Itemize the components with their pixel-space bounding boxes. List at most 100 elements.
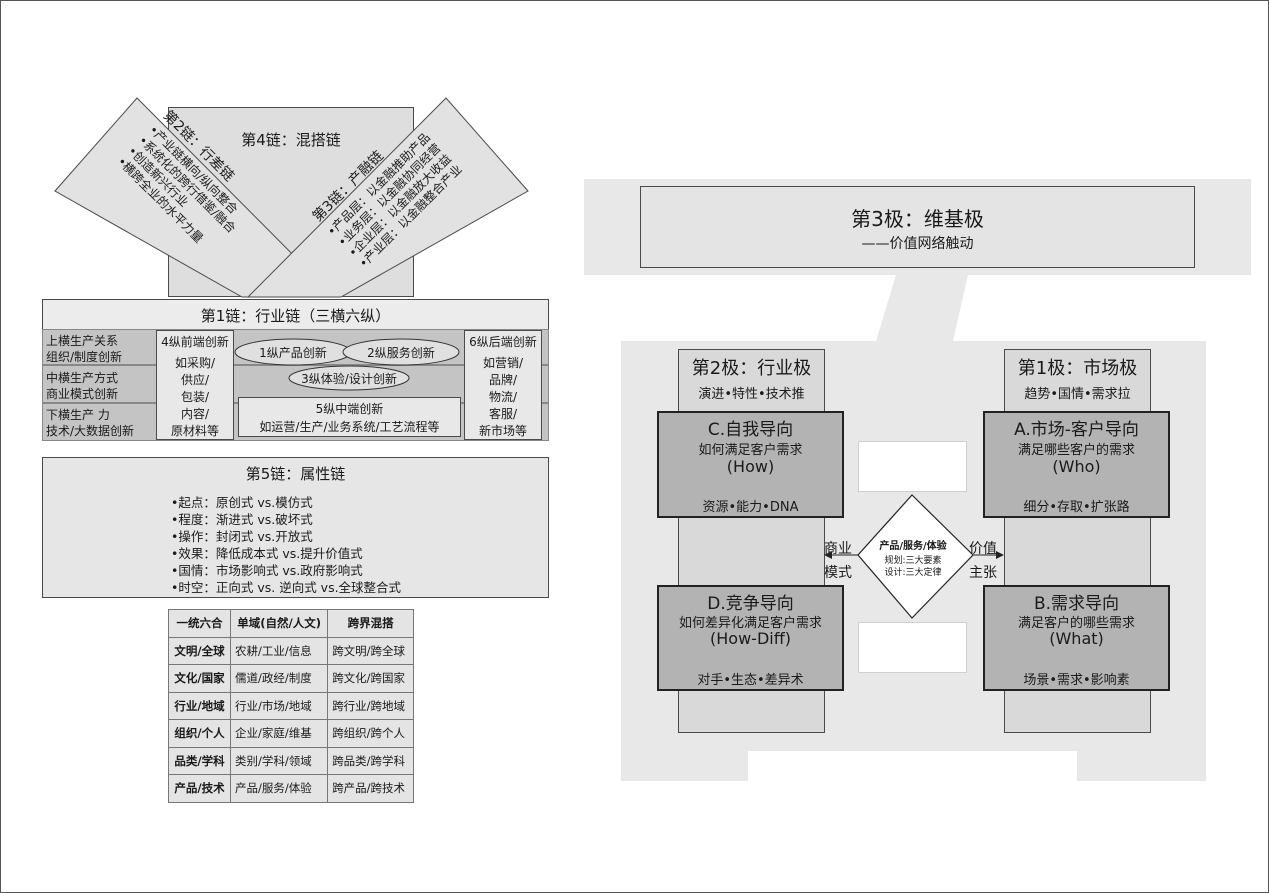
- table-row: 行业/地域 行业/市场/地域 跨行业/跨地域: [167, 691, 414, 720]
- table-cell: 组织/个人: [167, 719, 232, 748]
- box-b-footer: 场景•需求•影响素: [1023, 673, 1130, 688]
- pole3-sub: ——价值网络触动: [861, 236, 974, 252]
- box-b-demand: [983, 585, 1170, 691]
- table-cell: 跨组织/跨个人: [327, 719, 414, 748]
- box-a-footer: 细分•存取•扩张路: [1023, 500, 1130, 515]
- six-unification-table: 一统六合 单域(自然/人文) 跨界混搭 文明/全球 农耕/工业/信息 跨文明/跨…: [167, 609, 414, 803]
- oval-experience-label: 3纵体验/设计创新: [301, 371, 397, 386]
- oval-experience: [288, 365, 410, 391]
- front-line-1: 如采购/: [174, 356, 216, 370]
- box-c-question: 如何满足客户需求: [698, 443, 803, 458]
- back-title: 6纵后端创新: [469, 335, 537, 349]
- chain5-line-6: •时空：正向式 vs. 逆向式 vs.全球整合式: [171, 580, 402, 595]
- chain1-title: 第1链：行业链（三横六纵）: [200, 307, 391, 325]
- table-row: 文化/国家 儒道/政经/制度 跨文化/跨国家: [167, 664, 414, 693]
- box-a-question: 满足哪些客户的需求: [1017, 443, 1135, 458]
- business-model-label-2: 模式: [824, 565, 852, 581]
- diamond-title: 产品/服务/体验: [879, 539, 947, 552]
- box-c-footer: 资源•能力•DNA: [702, 500, 799, 515]
- chain3-shape: [246, 97, 529, 298]
- chain5-block: [42, 457, 549, 598]
- pole1-title: 第1极：市场极: [1017, 358, 1138, 379]
- table-cell: 品类/学科: [167, 746, 232, 775]
- chain5-line-1: •起点：原创式 vs.模仿式: [171, 495, 313, 510]
- row-middle-line1: 中横生产方式: [46, 371, 119, 385]
- mid-title: 5纵中端创新: [315, 402, 384, 416]
- table-cell: 企业/家庭/维基: [230, 719, 329, 748]
- box-c-english: (How): [726, 457, 775, 476]
- table-row: 文明/全球 农耕/工业/信息 跨文明/跨全球: [167, 636, 414, 665]
- chain5-line-4: •效果：降低成本式 vs.提升价值式: [171, 546, 363, 561]
- table-cell: 产品/服务/体验: [230, 774, 329, 803]
- business-model-label-1: 商业: [824, 541, 852, 557]
- chain2-chain3-wings: 第2链：行差链 •产业链横向/纵向整合 •系统化的跨行借鉴/融合 •创造新兴行业…: [54, 97, 529, 298]
- box-c-title: C.自我导向: [707, 420, 794, 440]
- arrow-left-head: [824, 551, 832, 559]
- center-diamond-svg: 产品/服务/体验 规划:三大要素 设计:三大定律: [824, 494, 1004, 619]
- back-line-1: 如营销/: [482, 356, 524, 370]
- pole2-title: 第2极：行业极: [691, 358, 812, 379]
- table-cell: 行业/地域: [167, 691, 232, 720]
- box-b-title: B.需求导向: [1033, 594, 1120, 614]
- table-cell: 类别/学科/领域: [230, 746, 329, 775]
- front-line-4: 内容/: [180, 407, 210, 421]
- chain5-title: 第5链：属性链: [245, 465, 346, 483]
- box-d-footer: 对手•生态•差异术: [697, 673, 804, 688]
- row-middle-line2: 商业模式创新: [46, 387, 119, 401]
- box-a-title: A.市场-客户导向: [1014, 420, 1139, 440]
- box-b-english: (What): [1049, 629, 1104, 648]
- table-cell: 跨文明/跨全球: [327, 636, 414, 665]
- table-row: 品类/学科 类别/学科/领域 跨品类/跨学科: [167, 746, 414, 775]
- table-cell: 跨产品/跨技术: [327, 774, 414, 803]
- center-diamond: [857, 494, 974, 619]
- row-lower-line2: 技术/大数据创新: [46, 424, 135, 438]
- back-line-5: 新市场等: [478, 424, 527, 438]
- box-a-english: (Who): [1052, 457, 1101, 476]
- oval-product-label: 1纵产品创新: [259, 345, 327, 360]
- diamond-line-1: 规划:三大要素: [884, 554, 941, 566]
- table-header-cell: 单域(自然/人文): [230, 609, 329, 638]
- box-d-title: D.竞争导向: [707, 594, 794, 614]
- front-line-3: 包装/: [180, 390, 210, 404]
- pole1-sub: 趋势•国情•需求拉: [1024, 387, 1131, 402]
- diamond-line-2: 设计:三大定律: [884, 566, 941, 578]
- row-upper-line1: 上横生产关系: [46, 334, 119, 348]
- back-line-2: 品牌/: [488, 373, 518, 387]
- value-prop-label-1: 价值: [969, 541, 997, 557]
- box-c-self: [657, 411, 844, 518]
- table-cell: 产品/技术: [167, 774, 232, 803]
- back-column: [464, 330, 542, 440]
- table-row: 产品/技术 产品/服务/体验 跨产品/跨技术: [167, 774, 414, 803]
- chain5-line-2: •程度：渐进式 vs.破坏式: [171, 512, 313, 527]
- mid-box: [238, 397, 461, 437]
- oval-service: [342, 338, 460, 366]
- table-header-cell: 一统六合: [167, 609, 232, 638]
- front-title: 4纵前端创新: [161, 335, 229, 349]
- table-cell: 文明/全球: [167, 636, 232, 665]
- value-prop-label-2: 主张: [969, 565, 997, 581]
- blank-rect-bottom: [858, 622, 967, 673]
- front-line-2: 供应/: [180, 373, 210, 387]
- table-row: 组织/个人 企业/家庭/维基 跨组织/跨个人: [167, 719, 414, 748]
- front-line-5: 原材料等: [170, 424, 219, 438]
- front-column: [156, 330, 234, 440]
- blank-rect-top: [858, 441, 967, 492]
- table-cell: 农耕/工业/信息: [230, 636, 329, 665]
- box-d-competition: [657, 585, 844, 691]
- connector-neck: [876, 275, 968, 341]
- box-a-market: [983, 411, 1170, 518]
- table-cell: 行业/市场/地域: [230, 691, 329, 720]
- table-cell: 跨行业/跨地域: [327, 691, 414, 720]
- oval-service-label: 2纵服务创新: [367, 345, 435, 360]
- box-d-question: 如何差异化满足客户需求: [678, 616, 822, 631]
- table-cell: 跨品类/跨学科: [327, 746, 414, 775]
- table-header-row: 一统六合 单域(自然/人文) 跨界混搭: [167, 609, 414, 638]
- chain5-line-5: •国情：市场影响式 vs.政府影响式: [171, 563, 363, 578]
- mid-sub: 如运营/生产/业务系统/工艺流程等: [259, 420, 440, 434]
- table-header-cell: 跨界混搭: [327, 609, 414, 638]
- table-cell: 跨文化/跨国家: [327, 664, 414, 693]
- box-d-english: (How-Diff): [710, 629, 791, 648]
- chain5-line-3: •操作：封闭式 vs.开放式: [171, 529, 313, 544]
- innovation-ovals: 1纵产品创新 2纵服务创新 3纵体验/设计创新: [234, 338, 460, 391]
